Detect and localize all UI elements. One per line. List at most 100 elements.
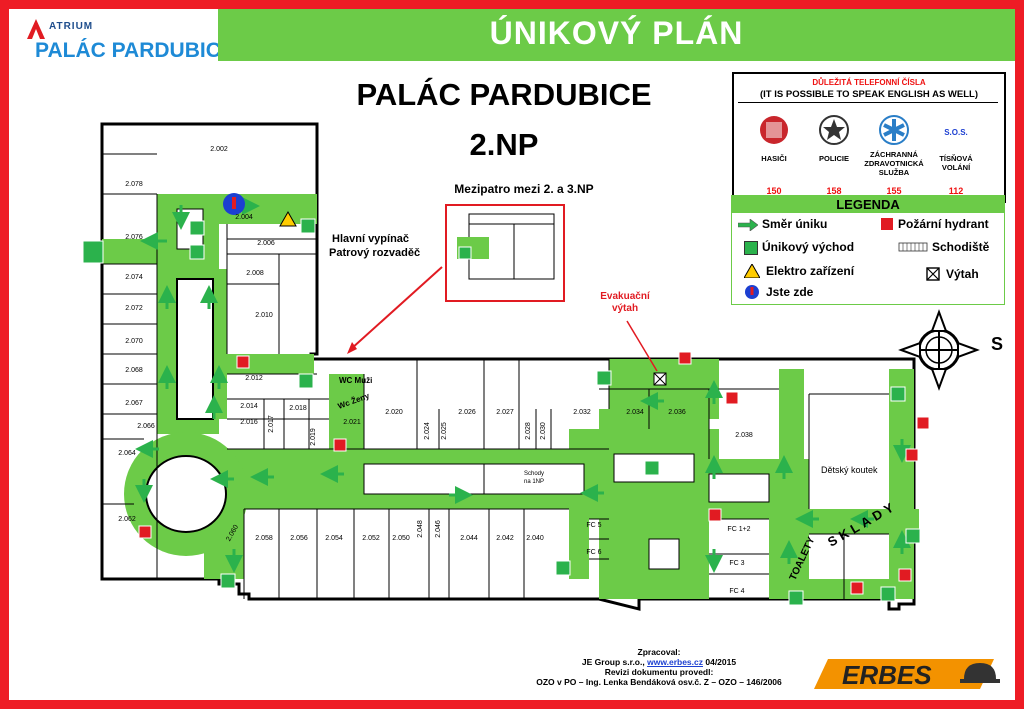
atrium-logo: ATRIUM PALÁC PARDUBICE xyxy=(19,17,235,72)
room-label: 2.014 xyxy=(240,403,258,410)
room-label: 2.076 xyxy=(125,234,143,241)
escape-arrows xyxy=(135,197,911,573)
room-label: 2.038 xyxy=(735,432,753,439)
room-label: 2.050 xyxy=(392,535,410,542)
evacuation-lift-pointer xyxy=(626,320,658,372)
room-label: 2.070 xyxy=(125,338,143,345)
room-label: 2.028 xyxy=(525,422,532,440)
room-label: 2.004 xyxy=(235,214,253,221)
staircase-icon xyxy=(898,242,928,252)
fc-square xyxy=(648,538,680,570)
erbes-logo: ERBES xyxy=(814,657,1004,691)
room-label: 2.032 xyxy=(573,409,591,416)
sos-text: S.O.S. xyxy=(944,128,968,137)
header-bar: ÚNIKOVÝ PLÁN xyxy=(218,9,1015,61)
emergency-exit-signs xyxy=(82,218,921,606)
stairs-to-1np-box xyxy=(483,463,585,495)
evac-lift-label-2: výtah xyxy=(612,303,638,314)
room-walls xyxy=(102,153,889,599)
footer-line3: Revizi dokumentu provedl: xyxy=(604,667,714,677)
you-are-here-legend-icon xyxy=(745,285,759,299)
exit-sign-icon xyxy=(744,241,758,255)
room-label: 2.068 xyxy=(125,367,143,374)
building-title: PALÁC PARDUBICE xyxy=(356,77,652,112)
firefighter-emblem-icon xyxy=(760,116,788,144)
room-label: 2.072 xyxy=(125,305,143,312)
elevator-icon xyxy=(926,267,940,281)
escape-arrow-icon xyxy=(738,219,758,231)
erbes-link[interactable]: www.erbes.cz xyxy=(647,657,703,667)
phone-police: POLICIE 158 xyxy=(804,114,864,196)
room-label: 2.006 xyxy=(257,240,275,247)
logo-palac-pardubice: PALÁC PARDUBICE xyxy=(35,39,235,62)
room-label: 2.042 xyxy=(496,535,514,542)
legend-escape-direction: Směr úniku xyxy=(762,217,828,231)
room-label: 2.019 xyxy=(310,428,317,446)
phone-firefighters: HASIČI 150 xyxy=(744,114,804,196)
legend-title: LEGENDA xyxy=(732,196,1004,213)
floor-switchboard-label: Patrový rozvaděč xyxy=(329,247,420,259)
room-label: 2.074 xyxy=(125,274,143,281)
footer-company: JE Group s.r.o., xyxy=(581,657,648,667)
room-label: FC 6 xyxy=(586,549,601,556)
phone-label-ambulance: ZÁCHRANNÁ ZDRAVOTNICKÁ SLUŽBA xyxy=(864,150,924,177)
room-label: 2.017 xyxy=(268,415,275,433)
room-label: 2.036 xyxy=(668,409,686,416)
room-label: 2.058 xyxy=(255,535,273,542)
phone-subtitle: (IT IS POSSIBLE TO SPEAK ENGLISH AS WELL… xyxy=(760,89,978,100)
room-label: FC 1+2 xyxy=(727,526,750,533)
room-label: 2.046 xyxy=(435,520,442,538)
room-label: 2.044 xyxy=(460,535,478,542)
floor-title: 2.NP xyxy=(469,127,539,162)
stairs-label-1: Schody xyxy=(524,471,544,477)
phone-title: DŮLEŽITÁ TELEFONNÍ ČÍSLA xyxy=(812,78,926,87)
room-label: 2.010 xyxy=(255,312,273,319)
stairs-label-2: na 1NP xyxy=(524,479,544,485)
phone-number-police: 158 xyxy=(826,186,842,196)
phone-label-police: POLICIE xyxy=(818,154,849,163)
legend-fire-hydrant: Požární hydrant xyxy=(898,217,989,231)
mezzanine-label: Mezipatro mezi 2. a 3.NP xyxy=(454,182,594,196)
legend-staircase: Schodiště xyxy=(932,240,990,254)
room-label: 2.002 xyxy=(210,146,228,153)
room-label: 2.066 xyxy=(137,423,155,430)
room-label: 2.048 xyxy=(417,520,424,538)
footer-credits: Zpracoval: JE Group s.r.o., www.erbes.cz… xyxy=(489,647,829,687)
phone-label-firefighters: HASIČI xyxy=(761,154,787,163)
atrium-logo-mark-icon xyxy=(27,19,45,39)
compass-letter: S xyxy=(991,334,1003,354)
fire-hydrants xyxy=(138,351,930,595)
page-title: ÚNIKOVÝ PLÁN xyxy=(489,15,744,51)
electric-warning-icon xyxy=(279,210,297,227)
hydrant-icon xyxy=(881,218,893,230)
room-labels: 2.0022.0042.0062.0082.0102.0122.0142.016… xyxy=(118,146,753,595)
room-label: 2.018 xyxy=(289,405,307,412)
room-label: 2.025 xyxy=(441,422,448,440)
ambulance-emblem-icon xyxy=(879,115,909,145)
room-label: 2.064 xyxy=(118,450,136,457)
room-label: 2.067 xyxy=(125,400,143,407)
phone-number-firefighters: 150 xyxy=(766,186,782,196)
logo-atrium-text: ATRIUM xyxy=(49,21,94,32)
legend-elevator: Výtah xyxy=(946,267,979,281)
kids-corner-label: Dětský koutek xyxy=(821,465,878,475)
room-label: 2.027 xyxy=(496,409,514,416)
phone-number-ambulance: 155 xyxy=(886,186,902,196)
room-label: 2.008 xyxy=(246,270,264,277)
escape-plan-sheet: ATRIUM PALÁC PARDUBICE ÚNIKOVÝ PLÁN PALÁ… xyxy=(9,9,1015,700)
legend-electrical: Elektro zařízení xyxy=(766,264,855,278)
electric-icon xyxy=(744,264,760,278)
room-label: FC 3 xyxy=(729,560,744,567)
room-label: 2.021 xyxy=(343,419,361,426)
room-label: 2.024 xyxy=(424,422,431,440)
footer-line4: OZO v PO – Ing. Lenka Bendáková osv.č. Z… xyxy=(536,677,782,687)
atrium-void xyxy=(145,455,227,533)
phone-ambulance: ZÁCHRANNÁ ZDRAVOTNICKÁ SLUŽBA 155 xyxy=(864,114,924,196)
phone-number-emergency: 112 xyxy=(948,186,964,196)
room-label: FC 5 xyxy=(586,522,601,529)
room-label: 2.016 xyxy=(240,419,258,426)
room-label: 2.052 xyxy=(362,535,380,542)
room-label: 2.040 xyxy=(526,535,544,542)
footer-line1: Zpracoval: xyxy=(637,647,681,657)
legend-panel: LEGENDA Směr úniku Požární hydrant Úniko… xyxy=(731,195,1005,305)
